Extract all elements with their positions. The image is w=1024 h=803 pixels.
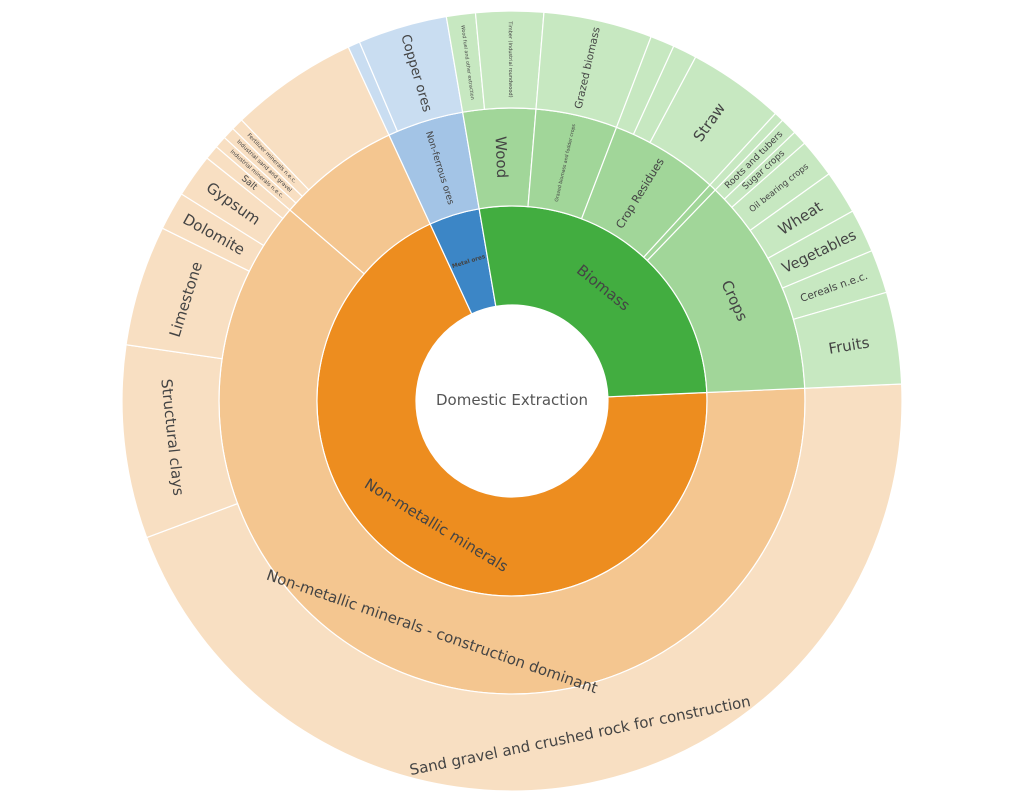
segment-fruits-d2-6[interactable] [792, 291, 903, 389]
sunburst-segments [121, 10, 903, 792]
segment-structural-clays-d2-1[interactable] [121, 344, 239, 539]
segment-timber-industrial-roundwood-d2-1[interactable] [474, 10, 545, 110]
segment-sand-gravel-and-crushed-rock-for-construction-d2-0[interactable] [145, 383, 903, 792]
center-label: Domestic Extraction [436, 391, 588, 409]
